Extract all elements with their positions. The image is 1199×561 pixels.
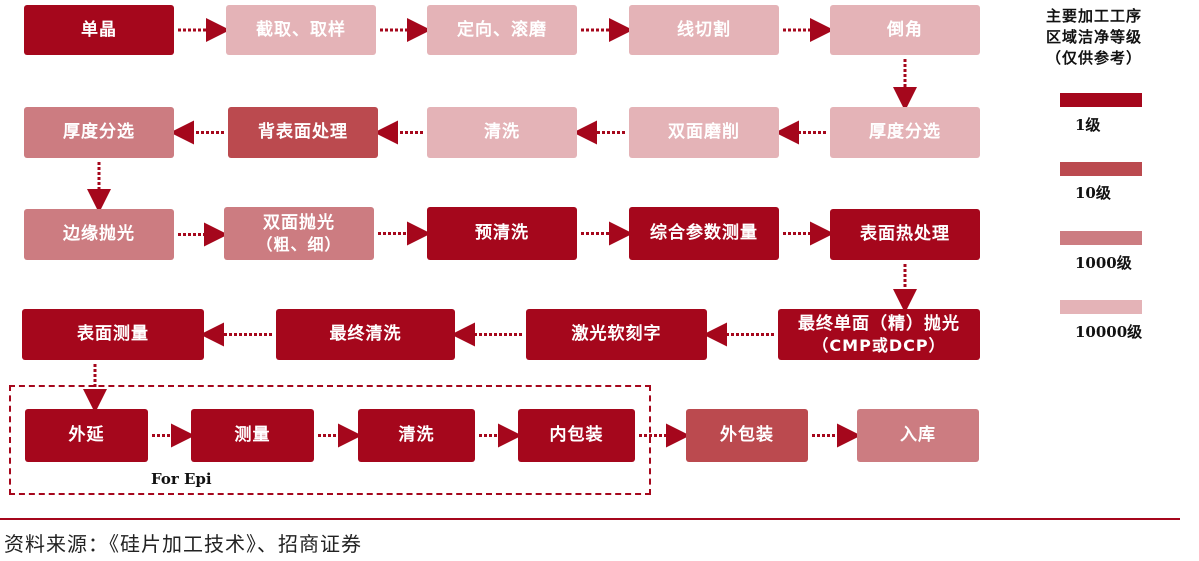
legend-swatch-level-1000 [1060, 231, 1142, 245]
legend-label-level-1: 1级 [1075, 116, 1101, 134]
step-edge-polish: 边缘抛光 [24, 209, 174, 260]
step-cleaning-2: 清洗 [358, 409, 475, 462]
step-cut-sample: 截取、取样 [226, 5, 376, 55]
step-final-polish: 最终单面（精）抛光（CMP或DCP） [778, 309, 980, 360]
step-cleaning-1: 清洗 [427, 107, 577, 158]
legend-label-level-10000: 10000级 [1075, 323, 1143, 341]
step-backside-treatment: 背表面处理 [228, 107, 378, 158]
legend-label-level-1000: 1000级 [1075, 254, 1132, 272]
epi-group-label: For Epi [151, 470, 212, 488]
step-epitaxy: 外延 [25, 409, 148, 462]
footer-divider [0, 518, 1180, 520]
legend-swatch-level-10000 [1060, 300, 1142, 314]
step-thickness-sort-2: 厚度分选 [24, 107, 174, 158]
step-double-side-lapping: 双面磨削 [629, 107, 779, 158]
step-pre-clean: 预清洗 [427, 207, 577, 260]
step-double-side-polish: 双面抛光（粗、细） [224, 207, 374, 260]
legend-swatch-level-10 [1060, 162, 1142, 176]
epi-group-frame [9, 385, 651, 495]
step-final-clean: 最终清洗 [276, 309, 455, 360]
step-parameter-measure: 综合参数测量 [629, 207, 779, 260]
step-laser-mark: 激光软刻字 [526, 309, 707, 360]
step-orient-grind: 定向、滚磨 [427, 5, 577, 55]
legend-label-level-10: 10级 [1075, 184, 1111, 202]
step-thickness-sort-1: 厚度分选 [830, 107, 980, 158]
step-surface-heat-treatment: 表面热处理 [830, 209, 980, 260]
step-measure: 测量 [191, 409, 314, 462]
source-note: 资料来源：《硅片加工技术》、招商证券 [4, 532, 362, 556]
step-chamfer: 倒角 [830, 5, 980, 55]
legend-title: 主要加工工序 区域洁净等级 （仅供参考） [1045, 7, 1142, 67]
step-single-crystal: 单晶 [24, 5, 174, 55]
step-surface-measure: 表面测量 [22, 309, 204, 360]
step-warehousing: 入库 [857, 409, 979, 462]
step-inner-packaging: 内包装 [518, 409, 635, 462]
step-wire-saw: 线切割 [629, 5, 779, 55]
legend-swatch-level-1 [1060, 93, 1142, 107]
step-outer-packaging: 外包装 [686, 409, 808, 462]
